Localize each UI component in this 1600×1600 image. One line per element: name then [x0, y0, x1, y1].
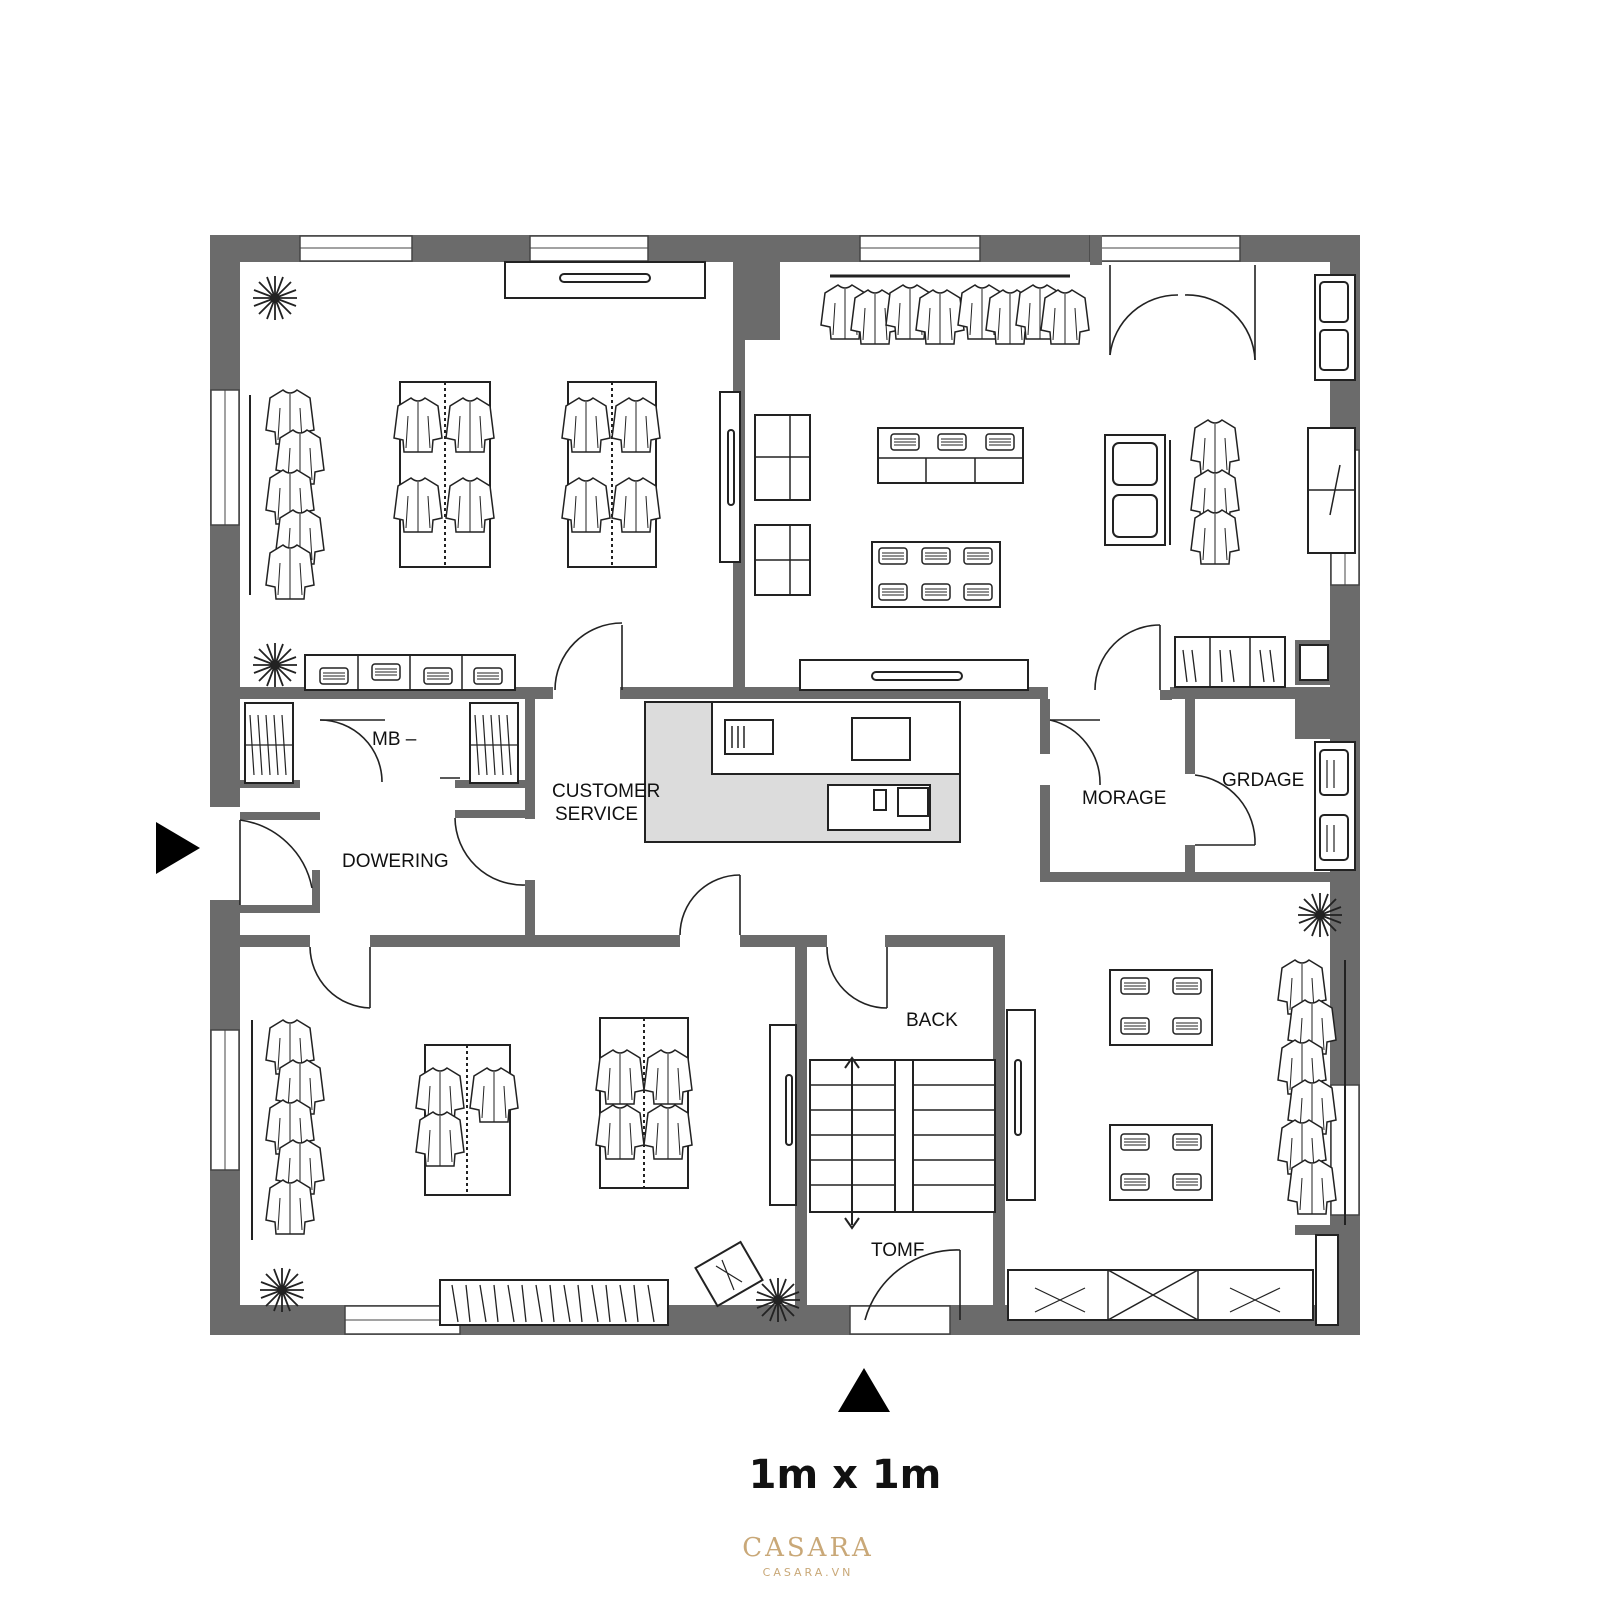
label-garage: GRDAGE: [1222, 770, 1304, 791]
room-bottom-left: [251, 1017, 801, 1326]
room-top-right: [754, 274, 1356, 691]
label-customer-service-1: CUSTOMER: [552, 781, 660, 802]
stair-area: [809, 1009, 1036, 1230]
label-entry: DOWERING: [342, 851, 449, 872]
label-dressing-upper: MB –: [372, 729, 417, 750]
scale-label: 1m x 1m: [749, 1452, 942, 1498]
service-counter: [644, 701, 961, 843]
label-back: BACK: [906, 1010, 958, 1031]
entry-arrow-south: [838, 1368, 890, 1412]
label-stair: TOMF: [871, 1240, 924, 1261]
room-bottom-right: [1007, 741, 1356, 1326]
logo-brand: CASARA: [742, 1533, 874, 1563]
doors: [239, 265, 1256, 1321]
dressing-area: [244, 702, 519, 784]
entry-arrow-west: [156, 822, 200, 874]
logo-url: CASARA.VN: [763, 1566, 854, 1579]
label-customer-service-2: SERVICE: [555, 804, 638, 825]
room-top-left: [249, 261, 741, 691]
label-storage: MORAGE: [1082, 788, 1166, 809]
